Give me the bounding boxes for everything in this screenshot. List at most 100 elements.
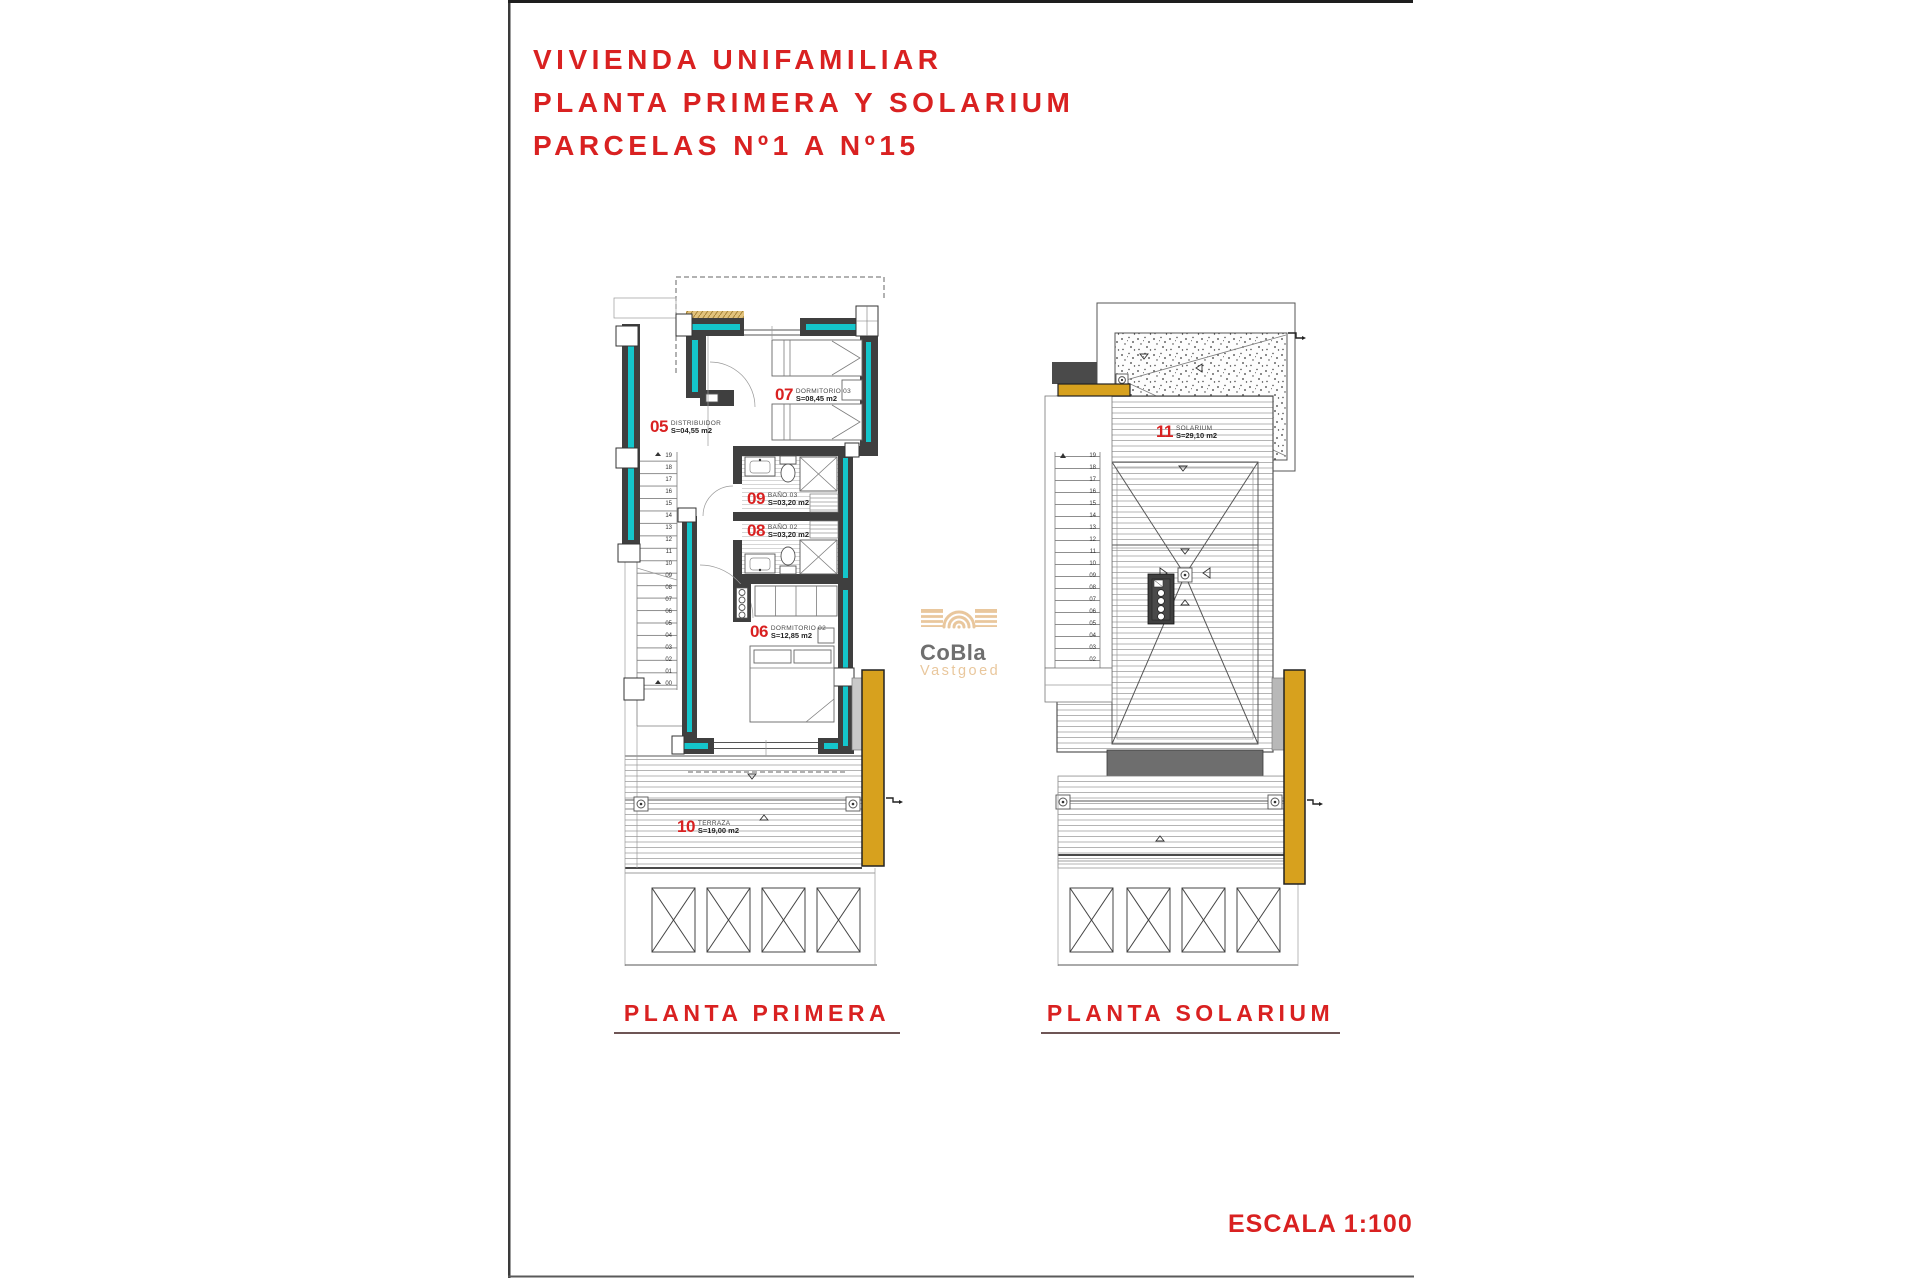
deck-anchor-symbol — [633, 796, 861, 812]
parapet-block — [1052, 362, 1097, 384]
stair-direction-arrow — [1060, 453, 1066, 458]
downspout-symbol — [1307, 799, 1319, 805]
stair-step-number: 05 — [1089, 621, 1096, 627]
caption-underline — [614, 1032, 900, 1034]
room-label-bano2: 08 BAÑO 02 S=03,20 m2 — [747, 522, 809, 540]
towel-ladder — [809, 520, 839, 539]
sheet-frame — [508, 0, 1414, 1278]
room-number: 09 — [747, 489, 765, 508]
stair-step-number: 10 — [1089, 561, 1096, 567]
stair-step-number: 03 — [665, 645, 672, 651]
room-label-dormitorio2: 06 DORMITORIO 02 S=12,85 m2 — [750, 622, 826, 641]
stair-step-number: 15 — [1089, 501, 1096, 507]
gold-louver-beam — [1283, 669, 1306, 885]
stair-step-number: 07 — [1089, 597, 1096, 603]
slope-arrow — [759, 814, 769, 821]
room-name: BAÑO 02 — [767, 524, 798, 531]
stair-step-number: 03 — [1089, 645, 1096, 651]
room-number: 07 — [775, 385, 793, 404]
room-area: S=29,10 m2 — [1175, 431, 1218, 441]
stair-step-number: 18 — [665, 465, 672, 471]
downspout-symbol — [886, 797, 899, 803]
plan-primera-drawing — [613, 276, 903, 966]
title-line-1: VIVIENDA UNIFAMILIAR — [533, 44, 943, 75]
sink-symbol — [744, 553, 776, 574]
stair-step-number: 09 — [1089, 573, 1096, 579]
caption-underline — [1041, 1032, 1340, 1034]
slope-arrow — [1178, 465, 1188, 472]
slope-arrow — [747, 773, 757, 780]
vent-stack — [1147, 573, 1175, 625]
lower-roof-deck — [1055, 775, 1299, 966]
stair-step-number: 09 — [665, 573, 672, 579]
room-label-bano3: 09 BAÑO 03 S=03,20 m2 — [747, 489, 809, 508]
stair-step-number: 06 — [665, 609, 672, 615]
room-name: BAÑO 03 — [767, 492, 798, 499]
stair-step-number: 12 — [1089, 537, 1096, 543]
stair-step-number: 13 — [665, 525, 672, 531]
caption-planta-primera: PLANTA PRIMERA — [623, 1000, 891, 1026]
sink-symbol — [744, 456, 776, 477]
gold-louver-beam — [1057, 383, 1131, 397]
bedroom2-bed — [749, 627, 835, 723]
downspout-symbol — [1288, 332, 1302, 339]
stair-step-number: 16 — [1089, 489, 1096, 495]
stair-step-number: 11 — [1089, 549, 1096, 555]
stair-step-number: 01 — [665, 669, 672, 675]
slope-arrow — [1195, 363, 1203, 373]
balcony-ledge — [851, 677, 863, 751]
stair-step-number: 19 — [665, 453, 672, 459]
caption-planta-solarium: PLANTA SOLARIUM — [1046, 1000, 1335, 1026]
room-label-dormitorio3: 07 DORMITORIO 03 S=08,45 m2 — [775, 385, 851, 404]
room-number: 10 — [677, 817, 695, 836]
stair-step-number: 05 — [665, 621, 672, 627]
watermark: CoBla Vastgoed — [920, 600, 1010, 680]
room-name: SOLARIUM — [1175, 425, 1213, 432]
slope-arrow — [1139, 353, 1149, 360]
stair-step-number: 14 — [1089, 513, 1096, 519]
stair-step-number: 13 — [1089, 525, 1096, 531]
title-line-2: PLANTA PRIMERA Y SOLARIUM — [533, 87, 1075, 118]
room-number: 11 — [1156, 422, 1173, 441]
nightstand — [817, 627, 835, 644]
watermark-subtitle: Vastgoed — [920, 663, 1001, 680]
room-area: S=19,00 m2 — [697, 826, 739, 836]
room-label-terraza: 10 TERRAZA S=19,00 m2 — [677, 817, 739, 836]
staircase-primera — [636, 452, 682, 727]
stair-step-number: 15 — [665, 501, 672, 507]
stair-step-number: 17 — [665, 477, 672, 483]
slope-arrow — [1155, 835, 1165, 842]
watermark-name: CoBla — [920, 640, 987, 665]
stair-step-number: 17 — [1089, 477, 1096, 483]
roof-edge-band — [1106, 749, 1264, 777]
stair-step-number: 08 — [1089, 585, 1096, 591]
porch-edge — [613, 297, 677, 319]
room-area: S=12,85 m2 — [770, 631, 812, 641]
room-area: S=04,55 m2 — [670, 426, 712, 436]
door-arc — [702, 485, 734, 517]
stair-direction-arrow — [655, 680, 661, 684]
room-number: 06 — [750, 622, 768, 641]
pillar-plates — [615, 305, 879, 755]
pergola-beam-boxes — [1069, 887, 1281, 953]
stair-step-number: 08 — [665, 585, 672, 591]
nightstand — [841, 379, 863, 401]
room-name: DISTRIBUIDOR — [670, 420, 722, 427]
stair-step-number: 04 — [665, 633, 672, 639]
stair-step-number: 14 — [665, 513, 672, 519]
slope-arrow — [1180, 548, 1190, 555]
balcony-ledge — [1271, 677, 1285, 751]
slope-arrow — [1180, 599, 1190, 606]
stair-step-number: 16 — [665, 489, 672, 495]
room-number: 05 — [650, 417, 668, 436]
watermark-logo-icon — [921, 609, 997, 629]
room-area: S=03,20 m2 — [767, 498, 809, 508]
slope-arrow — [1202, 567, 1211, 579]
stair-step-number: 18 — [1089, 465, 1096, 471]
room-area: S=03,20 m2 — [767, 530, 809, 540]
gold-louver-beam — [861, 669, 885, 867]
